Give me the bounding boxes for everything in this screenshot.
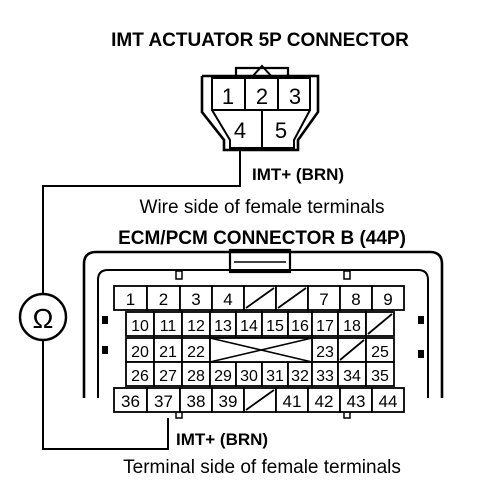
ecm-pin-label: 25 [371,344,389,361]
ecm-pin-label: 31 [266,368,284,385]
ecm-cell [311,361,339,387]
ecm-pin-label: 18 [343,318,361,335]
ecm-pin-label: 42 [315,392,334,411]
imt-view-label: Wire side of female terminals [140,197,385,218]
imt-pin-4: 4 [234,118,246,143]
ecm-empty-slot-mark [245,287,275,309]
ecm-pin-label: 30 [240,368,258,385]
ecm-empty-slot-mark [245,389,275,411]
ecm-empty-slot-mark [277,287,307,309]
ecm-pin-label: 11 [160,318,177,335]
ecm-pin-label: 14 [240,318,258,335]
imt-pin-5: 5 [275,118,287,143]
ecm-pin-label: 33 [316,368,334,385]
ecm-pin-label: 20 [131,344,149,361]
ecm-pin-label: 2 [159,290,168,309]
ecm-cell [125,311,155,337]
ecm-pin-label: 13 [214,318,232,335]
ecm-pin-label: 43 [347,392,366,411]
imt-pin-3: 3 [289,84,301,109]
ecm-pin-label: 39 [219,392,238,411]
ecm-cell [153,311,183,337]
ecm-cell [261,311,289,337]
ecm-pin-label: 17 [316,318,334,335]
ecm-connector-title: ECM/PCM CONNECTOR B (44P) [118,228,406,249]
ecm-pin-label: 12 [187,318,205,335]
ecm-cell [365,337,395,363]
ecm-pin-label: 8 [351,290,360,309]
ecm-pin-label: 9 [383,290,392,309]
ecm-wire-label: IMT+ (BRN) [176,430,268,449]
ecm-cell [307,387,341,413]
test-lead-wire [42,150,241,450]
ecm-pin-label: 21 [159,344,177,361]
ecm-cell [365,361,395,387]
ecm-pin-label: 34 [343,368,361,385]
ecm-pin-label: 36 [121,392,140,411]
ecm-pin-label: 22 [187,344,205,361]
ohm-symbol: Ω [33,303,54,334]
ecm-pin-label: 26 [131,368,149,385]
ecm-empty-slot-mark [367,313,393,335]
ecm-pin-label: 15 [266,318,284,335]
ecm-cell [211,285,245,311]
ecm-pin-label: 35 [371,368,389,385]
imt-pin-2: 2 [256,84,268,109]
ecm-pin-label: 1 [126,290,135,309]
ecm-cell [125,361,155,387]
ecm-cell [146,387,181,413]
ohmmeter-icon: Ω [18,292,68,342]
ecm-cell [337,311,367,337]
imt-connector-body [200,64,320,152]
ecm-blank-cross [209,337,313,363]
ecm-pin-label: 28 [187,368,205,385]
ecm-cell [307,285,341,311]
imt-connector-title: IMT ACTUATOR 5P CONNECTOR [111,30,409,51]
ecm-cell [287,311,313,337]
ecm-cell [371,387,405,413]
ecm-pin-label: 23 [316,344,334,361]
imt-wire-label: IMT+ (BRN) [252,165,344,184]
ecm-cell [287,361,313,387]
ecm-pin-label: 10 [131,318,149,335]
ecm-cell [211,387,245,413]
imt-pin-1: 1 [222,84,234,109]
ecm-pin-label: 4 [223,290,232,309]
ecm-pin-label: 27 [159,368,177,385]
ecm-cell [113,285,148,311]
ecm-view-label: Terminal side of female terminals [123,457,401,478]
ecm-pin-label: 29 [214,368,232,385]
ecm-cell [181,361,211,387]
ecm-pin-label: 32 [291,368,309,385]
ecm-connector-body [82,248,444,419]
ecm-pin-label: 3 [191,290,200,309]
ecm-pin-label: 7 [319,290,328,309]
ecm-cell [181,311,211,337]
ecm-cell [179,285,213,311]
ecm-cell [339,285,373,311]
ecm-cell [339,387,373,413]
ecm-cell [235,311,263,337]
ecm-cell [371,285,405,311]
ecm-pin-label: 16 [291,318,309,335]
ecm-pin-label: 38 [187,392,206,411]
ecm-pin-label: 37 [154,392,173,411]
ecm-empty-slot-mark [339,339,365,361]
imt-pin-labels: 1 2 3 4 5 [222,84,301,143]
ecm-pin-label: 44 [379,392,398,411]
ecm-pin-label: 41 [283,392,302,411]
